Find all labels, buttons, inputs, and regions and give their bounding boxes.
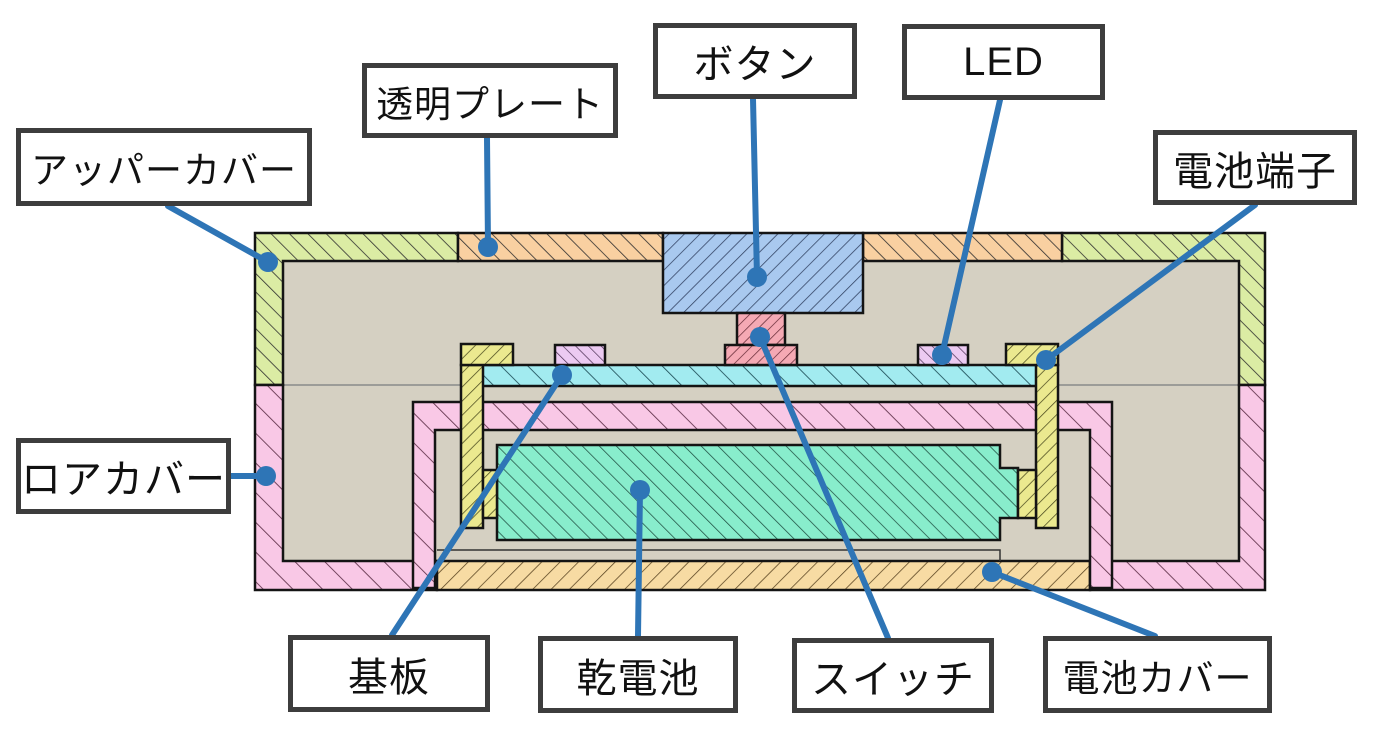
label-button: ボタン [653,23,857,99]
leader-battery-terminal [1036,202,1258,370]
label-board: 基板 [288,635,490,712]
leader-clear-plate [478,135,498,257]
leader-switch [750,327,891,641]
label-battery-cover: 電池カバー [1043,636,1272,713]
label-battery-terminal: 電池端子 [1153,130,1357,205]
label-lower-cover: ロアカバー [16,438,231,514]
label-clear-plate: 透明プレート [362,63,618,138]
part-battery [495,443,1020,542]
label-led: LED [902,24,1105,100]
part-led-left [553,343,607,367]
label-upper-cover: アッパーカバー [16,128,312,206]
leader-board [389,365,572,638]
part-battery-cover [435,559,1092,592]
leader-lower-cover [228,466,276,486]
leader-led [932,97,1003,365]
part-tray-edge-line [437,549,1001,561]
leader-upper-cover [165,203,278,272]
leader-battery [630,480,650,639]
leader-button [747,96,767,287]
label-battery: 乾電池 [538,636,738,713]
label-switch: スイッチ [792,638,994,713]
leader-battery-cover [982,562,1158,639]
